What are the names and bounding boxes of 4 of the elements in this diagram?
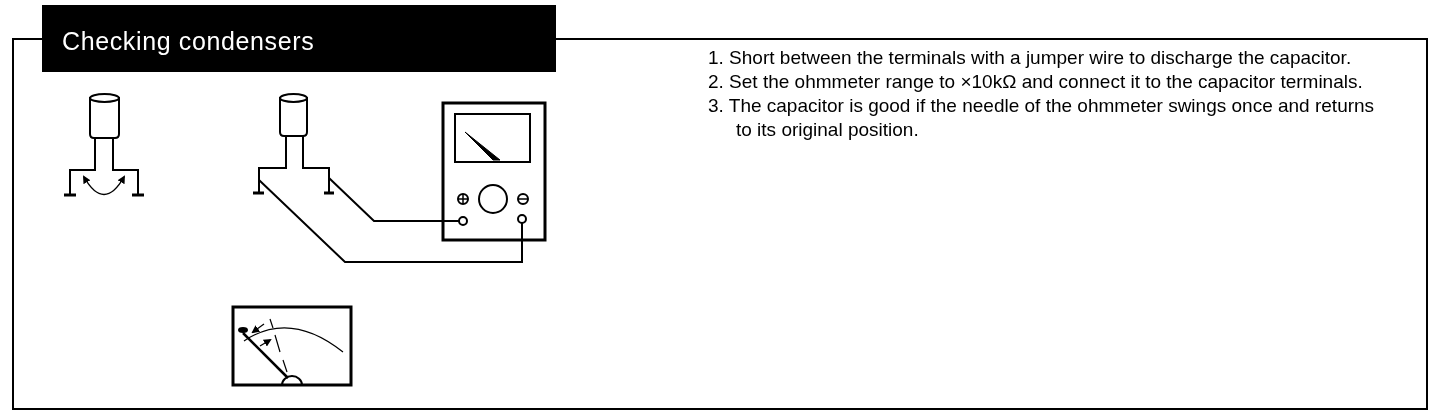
instruction-step: 3. The capacitor is good if the needle of the ohmmeter swings once and returns to its original position.	[708, 94, 1398, 142]
instruction-step: 2. Set the ohmmeter range to ×10kΩ and connect it to the capacitor terminals.	[708, 70, 1398, 94]
title-banner: Checking condensers	[42, 5, 556, 72]
instruction-step: 1. Short between the terminals with a jumper wire to discharge the capacitor.	[708, 46, 1398, 70]
